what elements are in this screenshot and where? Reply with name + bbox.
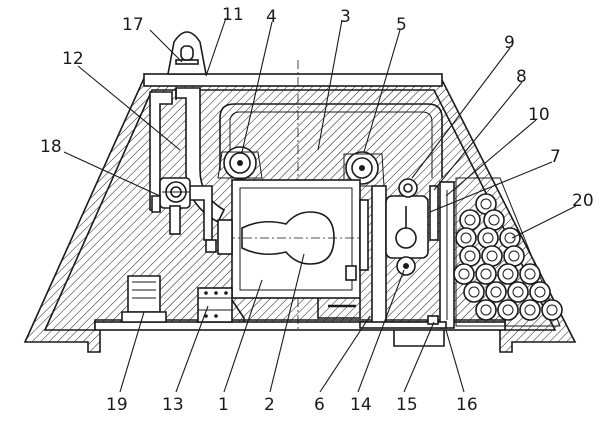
callout-15: 15 bbox=[396, 395, 418, 415]
guide-plates bbox=[429, 181, 455, 329]
ammo-round bbox=[519, 299, 541, 321]
ammo-round-core bbox=[480, 268, 492, 280]
ammo-round-core bbox=[486, 250, 498, 262]
ammo-round bbox=[459, 245, 481, 267]
ammo-round-core bbox=[502, 304, 514, 316]
ammo-round bbox=[453, 263, 475, 285]
ammo-round bbox=[483, 209, 505, 231]
callout-1: 1 bbox=[218, 395, 229, 415]
ammo-round bbox=[497, 299, 519, 321]
drive-motor-5 bbox=[343, 151, 385, 187]
callout-18: 18 bbox=[40, 137, 62, 157]
leader-lines bbox=[63, 17, 577, 393]
callout-6: 6 bbox=[314, 395, 325, 415]
ammo-round-core bbox=[524, 268, 536, 280]
callout-7: 7 bbox=[550, 147, 561, 167]
roller-9 bbox=[398, 178, 418, 198]
ammo-round-core bbox=[534, 286, 546, 298]
ammo-feeder-left bbox=[151, 177, 191, 235]
ammo-round-core bbox=[464, 214, 476, 226]
drive-motor-4 bbox=[217, 146, 263, 180]
ammo-round-core bbox=[512, 286, 524, 298]
ammo-round bbox=[481, 245, 503, 267]
ammo-round bbox=[459, 209, 481, 231]
callout-10: 10 bbox=[528, 105, 550, 125]
callout-4: 4 bbox=[266, 7, 277, 27]
callout-2: 2 bbox=[264, 395, 275, 415]
ammo-round bbox=[497, 263, 519, 285]
callout-8: 8 bbox=[516, 67, 527, 87]
ammo-round-core bbox=[482, 232, 494, 244]
ammo-round bbox=[485, 281, 507, 303]
feed-chute bbox=[149, 87, 226, 253]
callout-labels: 17 11 4 3 5 12 18 9 8 10 7 20 19 13 1 2 … bbox=[40, 5, 594, 415]
lifting-eye bbox=[167, 31, 207, 75]
callout-19: 19 bbox=[106, 395, 128, 415]
ammo-round bbox=[519, 263, 541, 285]
callout-12: 12 bbox=[62, 49, 84, 69]
bracket-19 bbox=[121, 275, 167, 323]
callout-20: 20 bbox=[572, 191, 594, 211]
callout-5: 5 bbox=[396, 15, 407, 35]
gun-breech-block bbox=[217, 179, 369, 319]
ammo-round bbox=[529, 281, 551, 303]
ammo-magazine bbox=[453, 177, 563, 327]
ammo-round-core bbox=[468, 286, 480, 298]
ammo-round-core bbox=[464, 250, 476, 262]
ammo-round-core bbox=[490, 286, 502, 298]
callout-9: 9 bbox=[504, 33, 515, 53]
roof-plate bbox=[143, 73, 443, 87]
ammo-round-core bbox=[502, 268, 514, 280]
ammo-round bbox=[477, 227, 499, 249]
ammo-round bbox=[507, 281, 529, 303]
ammo-round-core bbox=[546, 304, 558, 316]
ammo-round bbox=[455, 227, 477, 249]
ammo-round bbox=[499, 227, 521, 249]
callout-17: 17 bbox=[122, 15, 144, 35]
ammo-round-core bbox=[488, 214, 500, 226]
callout-14: 14 bbox=[350, 395, 372, 415]
ammo-round bbox=[541, 299, 563, 321]
ammo-round-core bbox=[504, 232, 516, 244]
ammo-round-core bbox=[480, 304, 492, 316]
ammo-round bbox=[503, 245, 525, 267]
callout-13: 13 bbox=[162, 395, 184, 415]
loader-assembly bbox=[345, 178, 429, 327]
ammo-round-core bbox=[480, 198, 492, 210]
callout-11: 11 bbox=[222, 5, 244, 25]
ammo-round bbox=[463, 281, 485, 303]
ammo-round bbox=[475, 299, 497, 321]
inner-housing bbox=[219, 103, 443, 178]
ammo-round-core bbox=[524, 304, 536, 316]
ammo-round bbox=[475, 263, 497, 285]
ammo-round-core bbox=[460, 232, 472, 244]
ammo-round-core bbox=[458, 268, 470, 280]
callout-16: 16 bbox=[456, 395, 478, 415]
callout-3: 3 bbox=[340, 7, 351, 27]
ammo-round-core bbox=[508, 250, 520, 262]
